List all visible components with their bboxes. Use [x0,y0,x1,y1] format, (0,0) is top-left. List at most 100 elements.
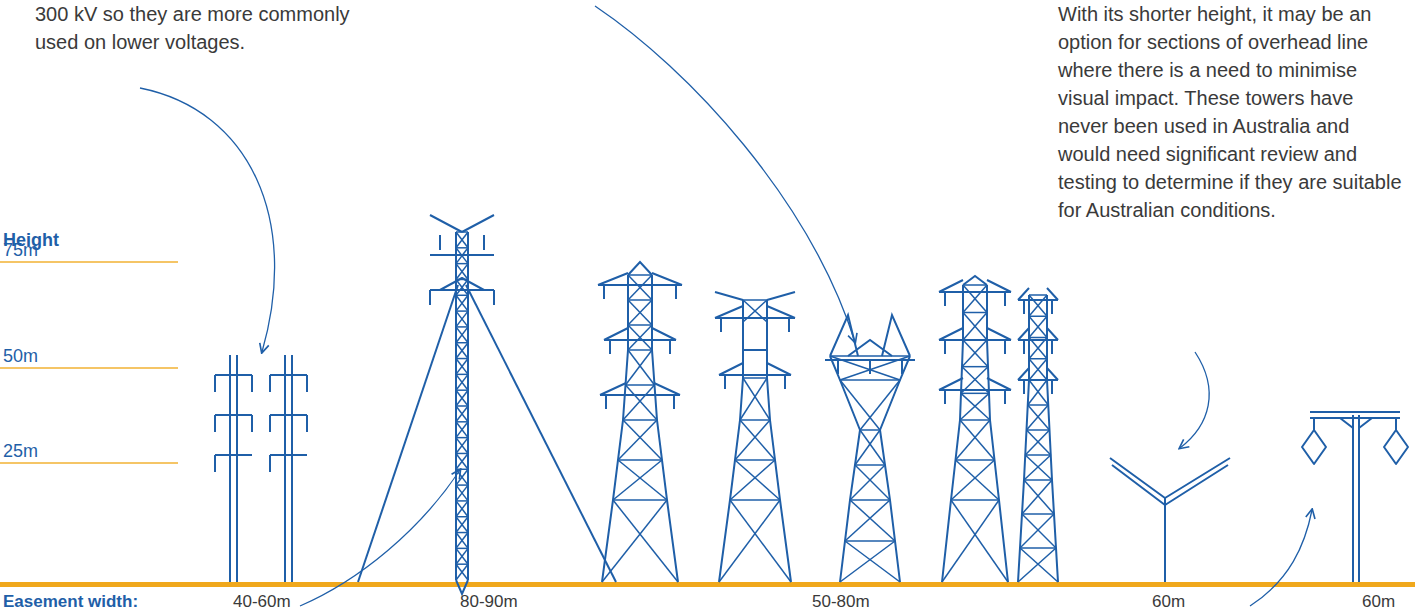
tower-stroke [860,430,885,465]
tower-stroke [1018,548,1056,582]
tower-stroke [855,464,885,466]
tower-stroke [743,300,767,322]
tower-stroke [456,327,468,343]
tower-stroke [456,358,468,360]
tower-stroke [956,460,1000,500]
tower-stroke [1018,288,1058,314]
tower-stroke [850,499,890,501]
tower-stroke [1029,294,1047,296]
tower-stroke [960,420,995,460]
tower-stroke [456,485,468,501]
tower-group [215,215,1408,582]
tower-stroke [456,422,468,438]
tower-stroke [456,438,468,454]
tower-stroke [1024,480,1054,514]
double-pole [215,355,307,582]
tower-stroke [626,385,658,420]
tower-stroke [456,343,468,359]
tower-stroke [962,366,988,368]
tower-stroke [456,516,468,518]
tower-stroke [1029,358,1047,360]
tower-stroke [456,310,468,312]
lattice-tower [715,292,795,582]
tower-stroke [740,420,775,460]
tower-stroke [1028,404,1049,406]
tower-stroke [456,469,468,485]
tower-stroke [456,374,468,376]
tower-stroke [456,580,468,594]
tower-stroke [1025,455,1052,480]
lattice-tower [743,300,767,322]
tower-stroke [719,378,743,582]
tower-stroke [963,276,987,285]
tower-stroke [456,548,468,550]
tower-stroke [1020,548,1058,582]
tower-stroke [628,299,652,301]
tower-stroke [1029,359,1047,380]
tower-stroke [963,285,987,313]
tower-stroke [613,500,678,582]
tower-stroke [963,340,988,367]
tower-stroke [1029,359,1047,380]
tower-stroke [628,325,652,350]
guyed-mast [358,215,616,582]
tower-stroke [456,264,468,280]
tower-stroke [1020,547,1056,549]
tower-stroke [456,295,468,297]
tower-stroke [743,300,767,322]
tower-stroke [1027,429,1050,431]
tower-stroke [456,342,468,344]
tower-stroke [456,453,468,469]
tower-stroke [628,349,652,351]
tower-stroke [942,500,999,582]
tower-stroke [456,248,468,264]
tower-stroke [456,438,468,454]
tower-stroke [1025,454,1051,456]
tower-stroke [735,420,770,460]
tower-stroke [719,363,791,389]
tower-stroke [456,469,468,485]
tower-stroke [963,312,987,314]
tower-stroke [628,300,652,325]
tower-stroke [850,465,885,500]
tower-stroke [956,459,995,461]
t-pole [1302,412,1408,582]
lattice-tower [939,276,1011,582]
tower-stroke [840,379,900,381]
tower-stroke [855,465,890,500]
y-pole [1110,458,1230,582]
tower-stroke [456,247,468,249]
easement-value: 50-80m [812,592,912,612]
tower-stroke [960,393,989,420]
tower-stroke [456,343,468,359]
tower-stroke [623,420,662,460]
tower-stroke [456,406,468,422]
tower-stroke [456,389,468,391]
tower-stroke [1022,513,1054,515]
tower-stroke [1029,316,1047,337]
tower-stroke [845,500,890,541]
tower-stroke [740,419,770,421]
tower-stroke [456,453,468,455]
tower-stroke [456,563,468,565]
tower-stroke [845,541,900,582]
tower-stroke [628,262,652,275]
grid-line [0,462,178,464]
tower-stroke [825,315,915,360]
tower-stroke [456,359,468,375]
tower-stroke [456,359,468,375]
tower-stroke [602,500,667,582]
tower-stroke [456,533,468,549]
tower-stroke [456,311,468,327]
tower-stroke [735,459,775,461]
easement-value: 60m [1362,592,1412,612]
tower-stroke [1022,514,1056,548]
tower-stroke [1029,337,1047,339]
tower-stroke [767,378,791,582]
tower-stroke [939,328,1011,354]
tower-stroke [1027,405,1049,430]
tower-stroke [456,548,468,564]
tower-stroke [456,453,468,469]
tower-stroke [456,517,468,533]
tower-stroke [840,541,895,582]
